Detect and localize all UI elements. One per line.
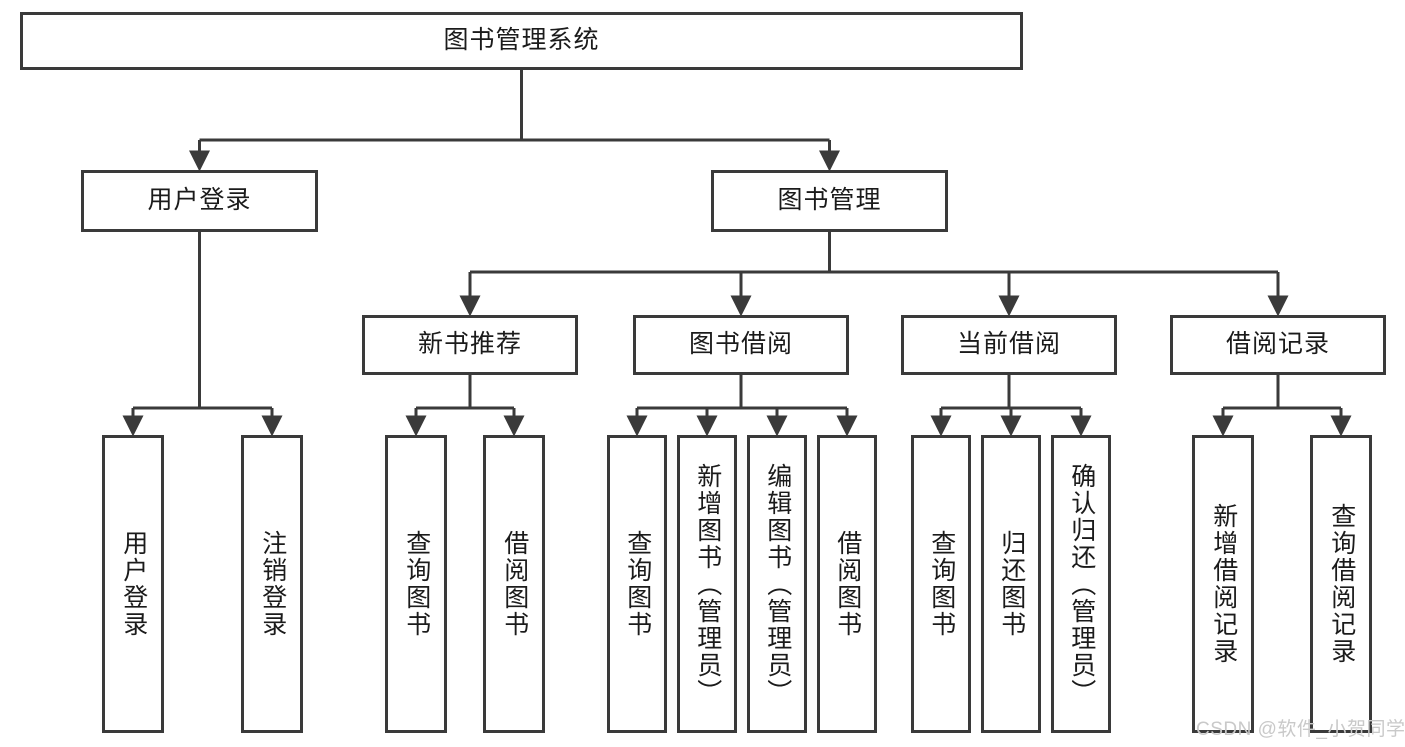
node-label: 借阅记录: [1225, 330, 1330, 359]
node-leaf-user-login[interactable]: 用户登录: [102, 435, 164, 733]
node-leaf-query-book-3[interactable]: 查询图书: [911, 435, 971, 733]
node-label: 借阅图书: [500, 530, 529, 638]
node-label: 查询图书: [927, 530, 956, 638]
node-label: 借阅图书: [833, 530, 862, 638]
watermark-label: CSDN @软件_小贺同学: [1196, 719, 1405, 740]
node-new-book-rec[interactable]: 新书推荐: [362, 315, 578, 375]
node-label: 新书推荐: [417, 330, 522, 359]
node-leaf-add-book[interactable]: 新增图书（管理员）: [677, 435, 737, 733]
node-label: 图书借阅: [688, 330, 793, 359]
node-label: 当前借阅: [956, 330, 1061, 359]
node-label: 查询借阅记录: [1327, 503, 1356, 665]
node-label: 用户登录: [119, 530, 148, 638]
node-label: 查询图书: [402, 530, 431, 638]
node-leaf-borrow-book-2[interactable]: 借阅图书: [817, 435, 877, 733]
node-book-manage[interactable]: 图书管理: [711, 170, 948, 232]
node-leaf-return-book[interactable]: 归还图书: [981, 435, 1041, 733]
node-leaf-logout[interactable]: 注销登录: [241, 435, 303, 733]
node-label: 查询图书: [623, 530, 652, 638]
node-leaf-borrow-book-1[interactable]: 借阅图书: [483, 435, 545, 733]
node-leaf-query-book-1[interactable]: 查询图书: [385, 435, 447, 733]
node-label: 确认归还（管理员）: [1067, 462, 1096, 706]
node-leaf-query-book-2[interactable]: 查询图书: [607, 435, 667, 733]
node-label: 用户登录: [147, 186, 252, 215]
edge-group: [122, 70, 1352, 437]
node-leaf-edit-book[interactable]: 编辑图书（管理员）: [747, 435, 807, 733]
node-label: 图书管理: [777, 186, 882, 215]
node-leaf-confirm-ret[interactable]: 确认归还（管理员）: [1051, 435, 1111, 733]
node-label: 图书管理系统: [443, 26, 600, 55]
node-leaf-query-record[interactable]: 查询借阅记录: [1310, 435, 1372, 733]
node-borrow-record[interactable]: 借阅记录: [1170, 315, 1386, 375]
node-current-borrow[interactable]: 当前借阅: [901, 315, 1117, 375]
node-root[interactable]: 图书管理系统: [20, 12, 1023, 70]
node-label: 新增图书（管理员）: [693, 462, 722, 706]
node-book-borrow[interactable]: 图书借阅: [633, 315, 849, 375]
node-label: 归还图书: [997, 530, 1026, 638]
node-leaf-add-record[interactable]: 新增借阅记录: [1192, 435, 1254, 733]
node-label: 编辑图书（管理员）: [763, 462, 792, 706]
node-label: 注销登录: [258, 530, 287, 638]
node-user-login[interactable]: 用户登录: [81, 170, 318, 232]
node-label: 新增借阅记录: [1209, 503, 1238, 665]
